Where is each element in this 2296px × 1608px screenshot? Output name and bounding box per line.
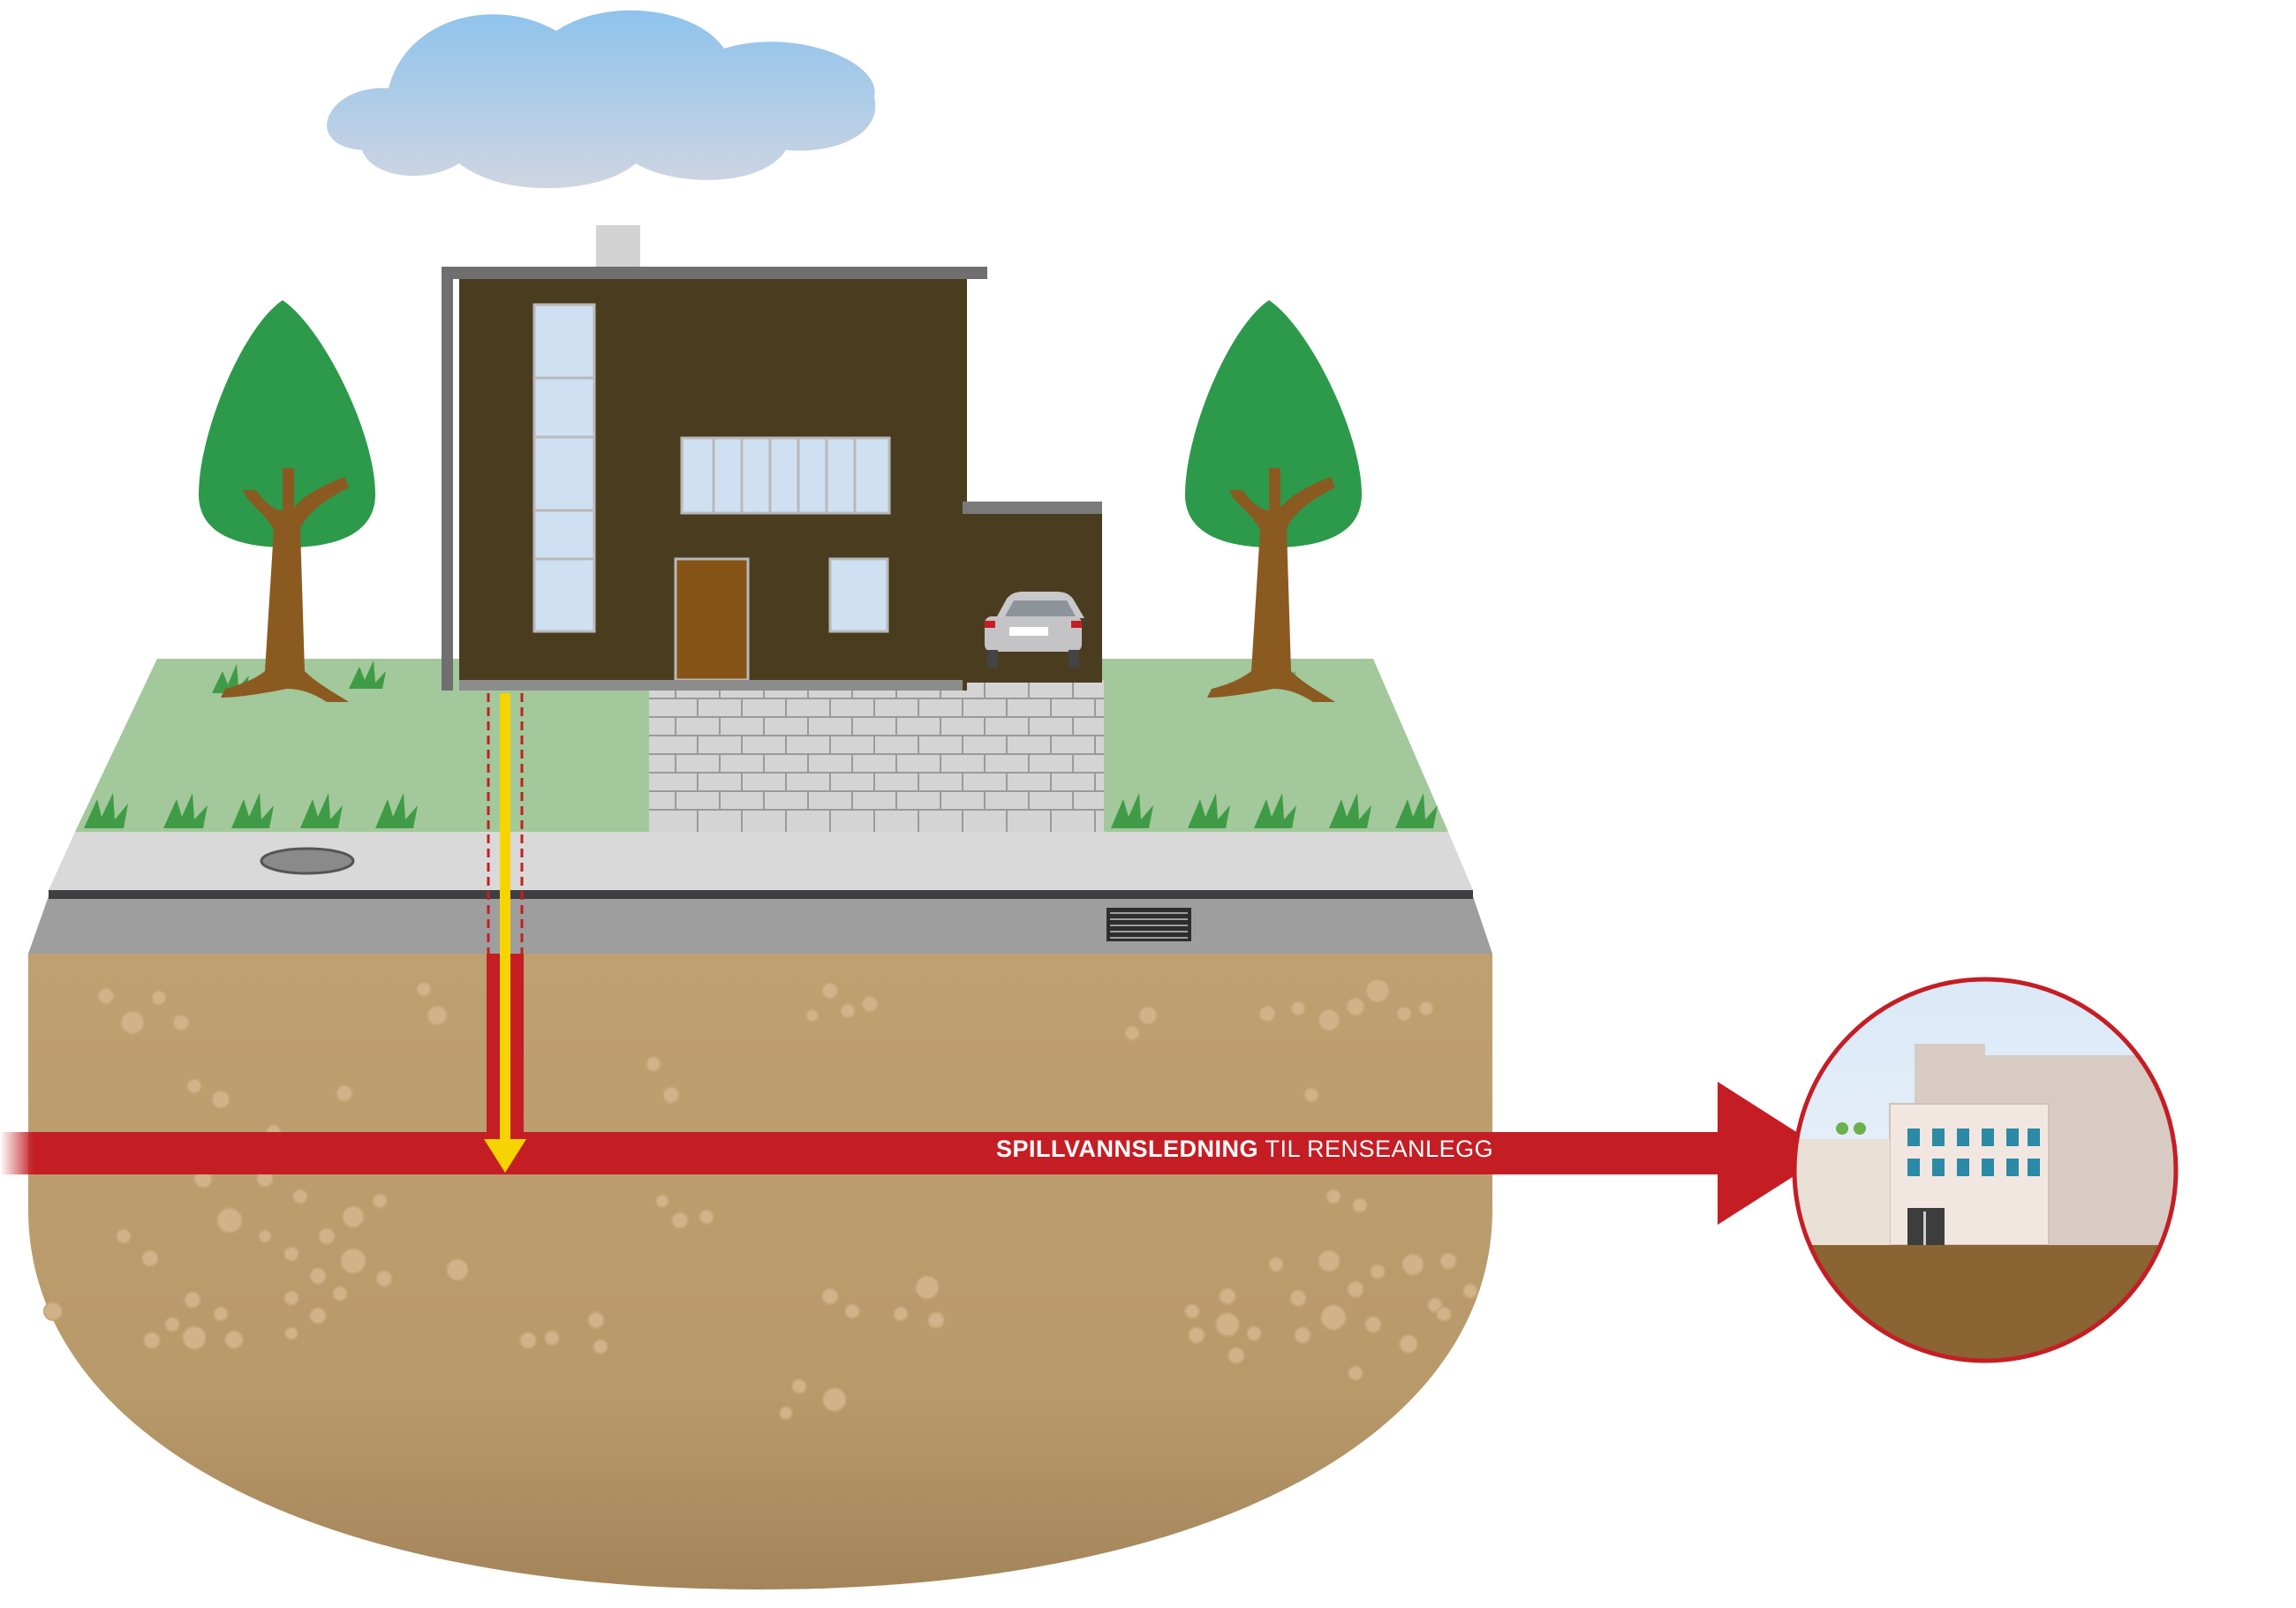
cloud-icon bbox=[327, 10, 876, 189]
pipe-label-bold: SPILLVANNSLEDNING bbox=[996, 1136, 1259, 1162]
house-icon bbox=[442, 225, 1102, 691]
window-small bbox=[828, 557, 889, 633]
manhole-icon bbox=[260, 847, 355, 875]
driveway bbox=[649, 680, 1104, 832]
car-icon bbox=[985, 592, 1084, 668]
soil-block bbox=[28, 954, 1492, 1589]
pipe-label-rest: TIL RENSEANLEGG bbox=[1258, 1136, 1494, 1162]
road bbox=[28, 890, 1492, 954]
grass-tufts bbox=[84, 661, 1438, 828]
pipe-label: SPILLVANNSLEDNING TIL RENSEANLEGG bbox=[996, 1137, 1493, 1161]
main-sewer-pipe bbox=[0, 1082, 1830, 1225]
gutter-grate-icon bbox=[1106, 908, 1191, 941]
shrubs bbox=[2162, 1258, 2176, 1338]
treatment-plant-icon bbox=[1792, 977, 2179, 1363]
license-plate bbox=[1009, 627, 1048, 636]
arrow-down-icon bbox=[484, 693, 526, 1173]
plant-windows bbox=[1907, 1129, 2040, 1176]
tree-icon bbox=[1185, 300, 1362, 702]
window-wide bbox=[680, 436, 891, 515]
front-door bbox=[674, 557, 750, 682]
chimney bbox=[596, 225, 640, 268]
door-step bbox=[649, 680, 773, 691]
window-tall bbox=[532, 303, 596, 633]
arrow-right-icon bbox=[1718, 1082, 1830, 1225]
sidewalk bbox=[49, 832, 1473, 890]
tree-icon bbox=[199, 300, 375, 702]
